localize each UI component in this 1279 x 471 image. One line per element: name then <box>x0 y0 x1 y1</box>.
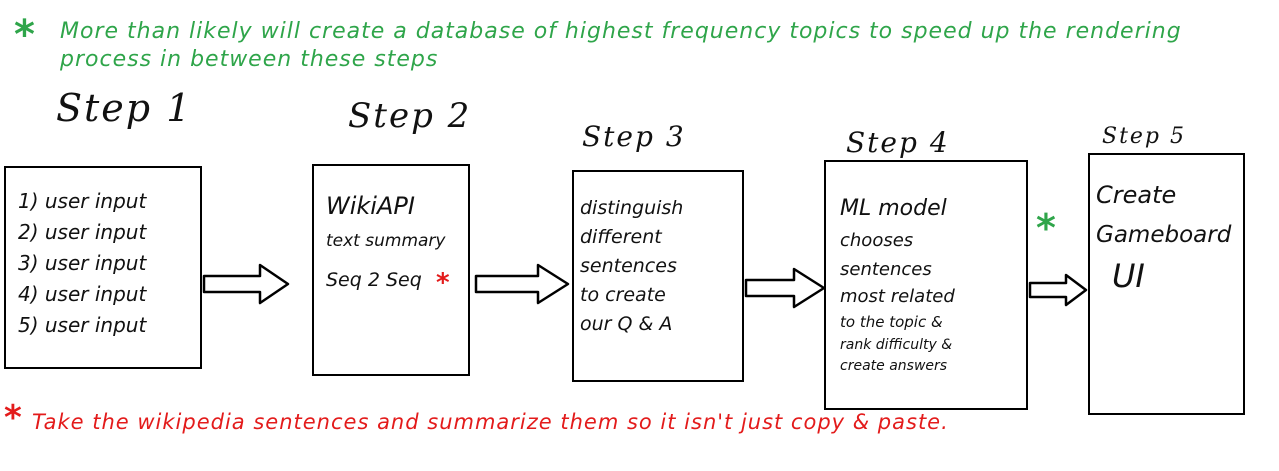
green-asterisk-icon: * <box>1036 206 1056 250</box>
step-1-line: 4) user input <box>18 282 147 306</box>
step-5-line: UI <box>1112 257 1145 295</box>
step-5-label: Step 5 <box>1102 124 1187 149</box>
step-2-line: WikiAPI <box>326 192 415 220</box>
step-3-label: Step 3 <box>582 120 686 153</box>
step-4-line: create answers <box>840 358 948 374</box>
step-1-line: 2) user input <box>18 220 147 244</box>
step-3-line: to create <box>580 284 666 306</box>
step-4-line: ML model <box>840 196 947 221</box>
step-4-box: ML model chooses sentences most related … <box>824 160 1028 410</box>
step-4-label: Step 4 <box>846 126 950 159</box>
step-4-line: rank difficulty & <box>840 337 953 353</box>
step-1-box: 1) user input 2) user input 3) user inpu… <box>4 166 202 369</box>
step-4-line: sentences <box>840 259 932 280</box>
bottom-note: Take the wikipedia sentences and summari… <box>32 410 949 434</box>
step-3-line: distinguish <box>580 197 684 219</box>
step-1-label: Step 1 <box>56 86 193 130</box>
step-4-line: most related <box>840 286 955 307</box>
step-1-line: 3) user input <box>18 251 147 275</box>
step-3-line: sentences <box>580 255 677 277</box>
red-asterisk-icon: * <box>4 398 22 438</box>
arrow-1-to-2 <box>202 263 290 305</box>
top-note: More than likely will create a database … <box>60 19 1182 72</box>
step-3-line: different <box>580 226 662 248</box>
step-2-line: text summary <box>326 231 446 251</box>
step-5-box: Create Gameboard UI <box>1088 153 1245 415</box>
red-asterisk-icon: * <box>436 268 450 298</box>
step-5-line: Gameboard <box>1096 222 1232 248</box>
arrow-3-to-4 <box>744 267 826 309</box>
step-5-line: Create <box>1096 181 1177 209</box>
step-1-line: 1) user input <box>18 189 147 213</box>
step-2-line: Seq 2 Seq <box>326 269 422 291</box>
step-2-label: Step 2 <box>348 96 472 136</box>
step-4-line: to the topic & <box>840 313 943 331</box>
step-3-line: our Q & A <box>580 313 673 335</box>
step-3-box: distinguish different sentences to creat… <box>572 170 744 382</box>
green-asterisk-icon: * <box>14 12 35 58</box>
step-1-line: 5) user input <box>18 313 147 337</box>
arrow-4-to-5 <box>1028 273 1088 307</box>
arrow-2-to-3 <box>474 263 570 305</box>
step-2-box: WikiAPI text summary Seq 2 Seq <box>312 164 470 376</box>
step-4-line: chooses <box>840 230 914 251</box>
